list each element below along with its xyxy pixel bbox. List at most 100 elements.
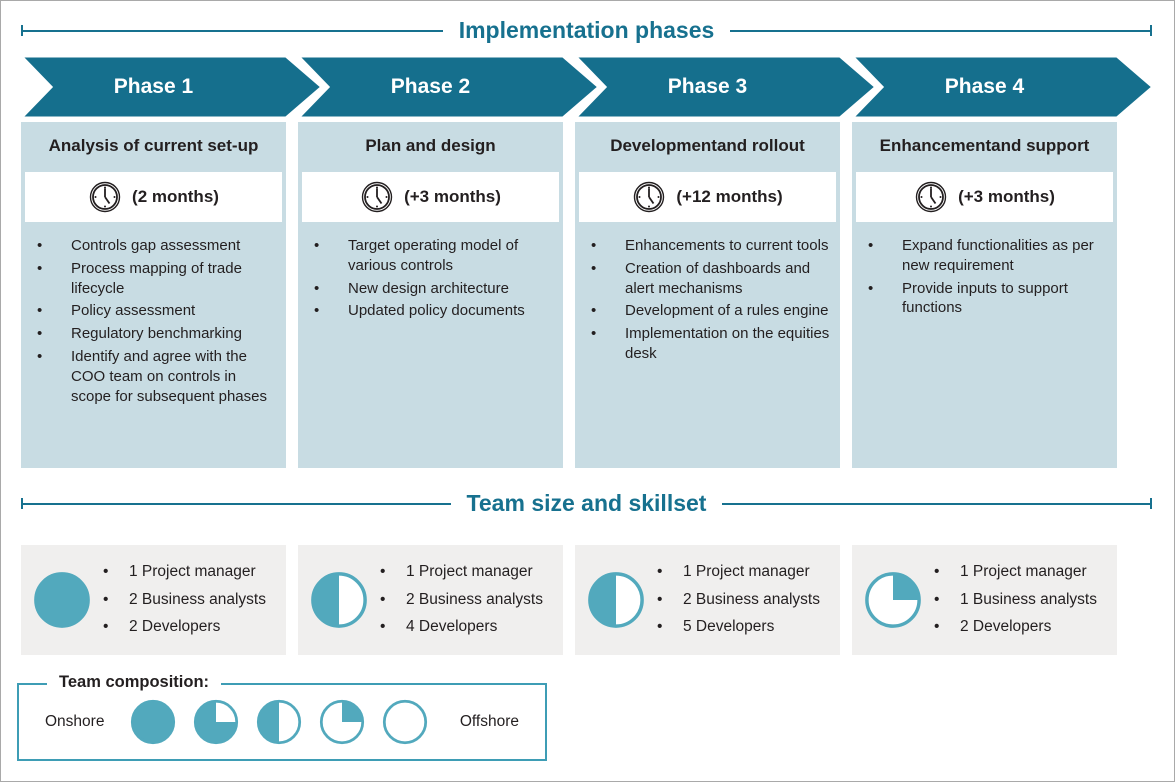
team-size-title: Team size and skillset [466, 490, 707, 516]
bullet-item: •Enhancements to current tools [591, 237, 829, 254]
bullet-dot: • [37, 259, 43, 277]
team-4-box: •1 Project manager •1 Business analysts … [852, 545, 1117, 655]
legend-pie-icon [320, 699, 365, 745]
phase-4-arrow: Phase 4 [848, 54, 1156, 120]
rule-tick [1150, 25, 1152, 36]
phase-3-duration: (+12 months) [579, 172, 836, 222]
bullet-item: •Target operating model of various contr… [314, 237, 519, 274]
bullet-dot: • [934, 590, 940, 608]
bullet-dot: • [380, 590, 386, 608]
phase-4-label: Phase 4 [944, 75, 1025, 98]
phase-1-arrow: Phase 1 [17, 54, 325, 120]
team-4-members: •1 Project manager •1 Business analysts … [934, 555, 1109, 644]
legend-pie-scale [130, 699, 428, 745]
phase-4-duration-text: (+3 months) [958, 187, 1055, 206]
phase-2-arrow: Phase 2 [294, 54, 602, 120]
phase-2-bullets: •Target operating model of various contr… [298, 224, 563, 468]
team-1-box: •1 Project manager •2 Business analysts … [21, 545, 286, 655]
clock-icon [361, 181, 393, 213]
bullet-dot: • [657, 618, 663, 636]
team-size-header: Team size and skillset [21, 490, 1152, 517]
rule-line [23, 502, 451, 505]
pie-icon [34, 572, 90, 628]
bullet-dot: • [657, 590, 663, 608]
phase-1-bullets: •Controls gap assessment •Process mappin… [21, 224, 286, 468]
phase-2-duration: (+3 months) [302, 172, 559, 222]
team-1-members: •1 Project manager •2 Business analysts … [103, 555, 278, 644]
clock-icon [89, 181, 121, 213]
phase-2-subtitle: Plan and design [298, 122, 563, 170]
rule-line [730, 29, 1150, 32]
bullet-dot: • [591, 325, 597, 343]
offshore-label: Offshore [459, 713, 519, 730]
legend-pie-icon [131, 699, 176, 745]
bullet-dot: • [868, 279, 874, 297]
team-member-item: •1 Project manager [380, 562, 555, 582]
phase-3-duration-text: (+12 months) [676, 187, 783, 206]
rule-tick [1150, 498, 1152, 509]
team-member-item: •5 Developers [657, 617, 832, 637]
teams-grid: •1 Project manager •2 Business analysts … [21, 545, 1117, 655]
implementation-phases-header: Implementation phases [21, 1, 1152, 44]
phase-1-label: Phase 1 [113, 75, 194, 98]
team-member-item: •1 Project manager [103, 562, 278, 582]
bullet-dot: • [314, 279, 320, 297]
phase-4-duration: (+3 months) [856, 172, 1113, 222]
phases-grid: Phase 1 Analysis of current set-up (2 mo… [17, 54, 1156, 468]
team-member-item: •2 Business analysts [380, 590, 555, 610]
rule-tick [21, 25, 23, 36]
phase-1-column: Phase 1 Analysis of current set-up (2 mo… [17, 54, 325, 468]
bullet-item: •Expand functionalities as per new requi… [868, 237, 1094, 274]
legend-pie-icon [194, 699, 239, 745]
clock-icon [915, 181, 947, 213]
bullet-dot: • [37, 302, 43, 320]
bullet-item: •Updated policy documents [314, 302, 525, 320]
legend-title: Team composition: [47, 673, 222, 692]
rule-line [722, 502, 1150, 505]
phase-2-duration-text: (+3 months) [404, 187, 501, 206]
team-member-item: •1 Project manager [657, 562, 832, 582]
team-3-members: •1 Project manager •2 Business analysts … [657, 555, 832, 644]
bullet-item: •Controls gap assessment [37, 237, 241, 254]
implementation-phases-title: Implementation phases [458, 17, 715, 43]
bullet-dot: • [934, 618, 940, 636]
bullet-dot: • [103, 563, 109, 581]
team-member-item: •2 Developers [103, 617, 278, 637]
bullet-dot: • [934, 563, 940, 581]
bullet-item: •Process mapping of trade lifecycle [37, 259, 242, 297]
phase-1-duration: (2 months) [25, 172, 282, 222]
rule-line [23, 29, 443, 32]
bullet-item: •Creation of dashboards and alert mechan… [591, 259, 811, 297]
phase-2-column: Phase 2 Plan and design (+3 months) [294, 54, 602, 468]
bullet-dot: • [591, 237, 597, 254]
team-member-item: •1 Project manager [934, 562, 1109, 582]
rule-tick [21, 498, 23, 509]
team-member-item: •2 Business analysts [657, 590, 832, 610]
team-member-item: •1 Business analysts [934, 590, 1109, 610]
team-member-item: •4 Developers [380, 617, 555, 637]
bullet-dot: • [591, 259, 597, 277]
bullet-item: •Policy assessment [37, 302, 196, 320]
legend-pie-icon [257, 699, 302, 745]
phase-4-subtitle: Enhancementand support [852, 122, 1117, 170]
bullet-dot: • [103, 618, 109, 636]
bullet-dot: • [591, 302, 597, 320]
bullet-item: •Implementation on the equities desk [591, 325, 830, 362]
chevron-arrow-shape [294, 54, 602, 120]
phase-3-arrow: Phase 3 [571, 54, 879, 120]
bullet-dot: • [37, 237, 43, 254]
phase-3-bullets: •Enhancements to current tools •Creation… [575, 224, 840, 468]
team-composition-legend: Team composition: Onshore Offshore [17, 673, 547, 761]
legend-pie-icon [383, 699, 428, 745]
chevron-arrow-shape [848, 54, 1156, 120]
onshore-label: Onshore [45, 713, 105, 730]
phase-1-subtitle: Analysis of current set-up [21, 122, 286, 170]
team-member-item: •2 Developers [934, 617, 1109, 637]
pie-icon [588, 572, 644, 628]
bullet-item: •Provide inputs to support functions [868, 279, 1068, 317]
phase-3-column: Phase 3 Developmentand rollout (+12 mont… [571, 54, 879, 468]
bullet-dot: • [37, 325, 43, 343]
bullet-item: •New design architecture [314, 279, 509, 297]
phase-1-duration-text: (2 months) [132, 187, 219, 206]
